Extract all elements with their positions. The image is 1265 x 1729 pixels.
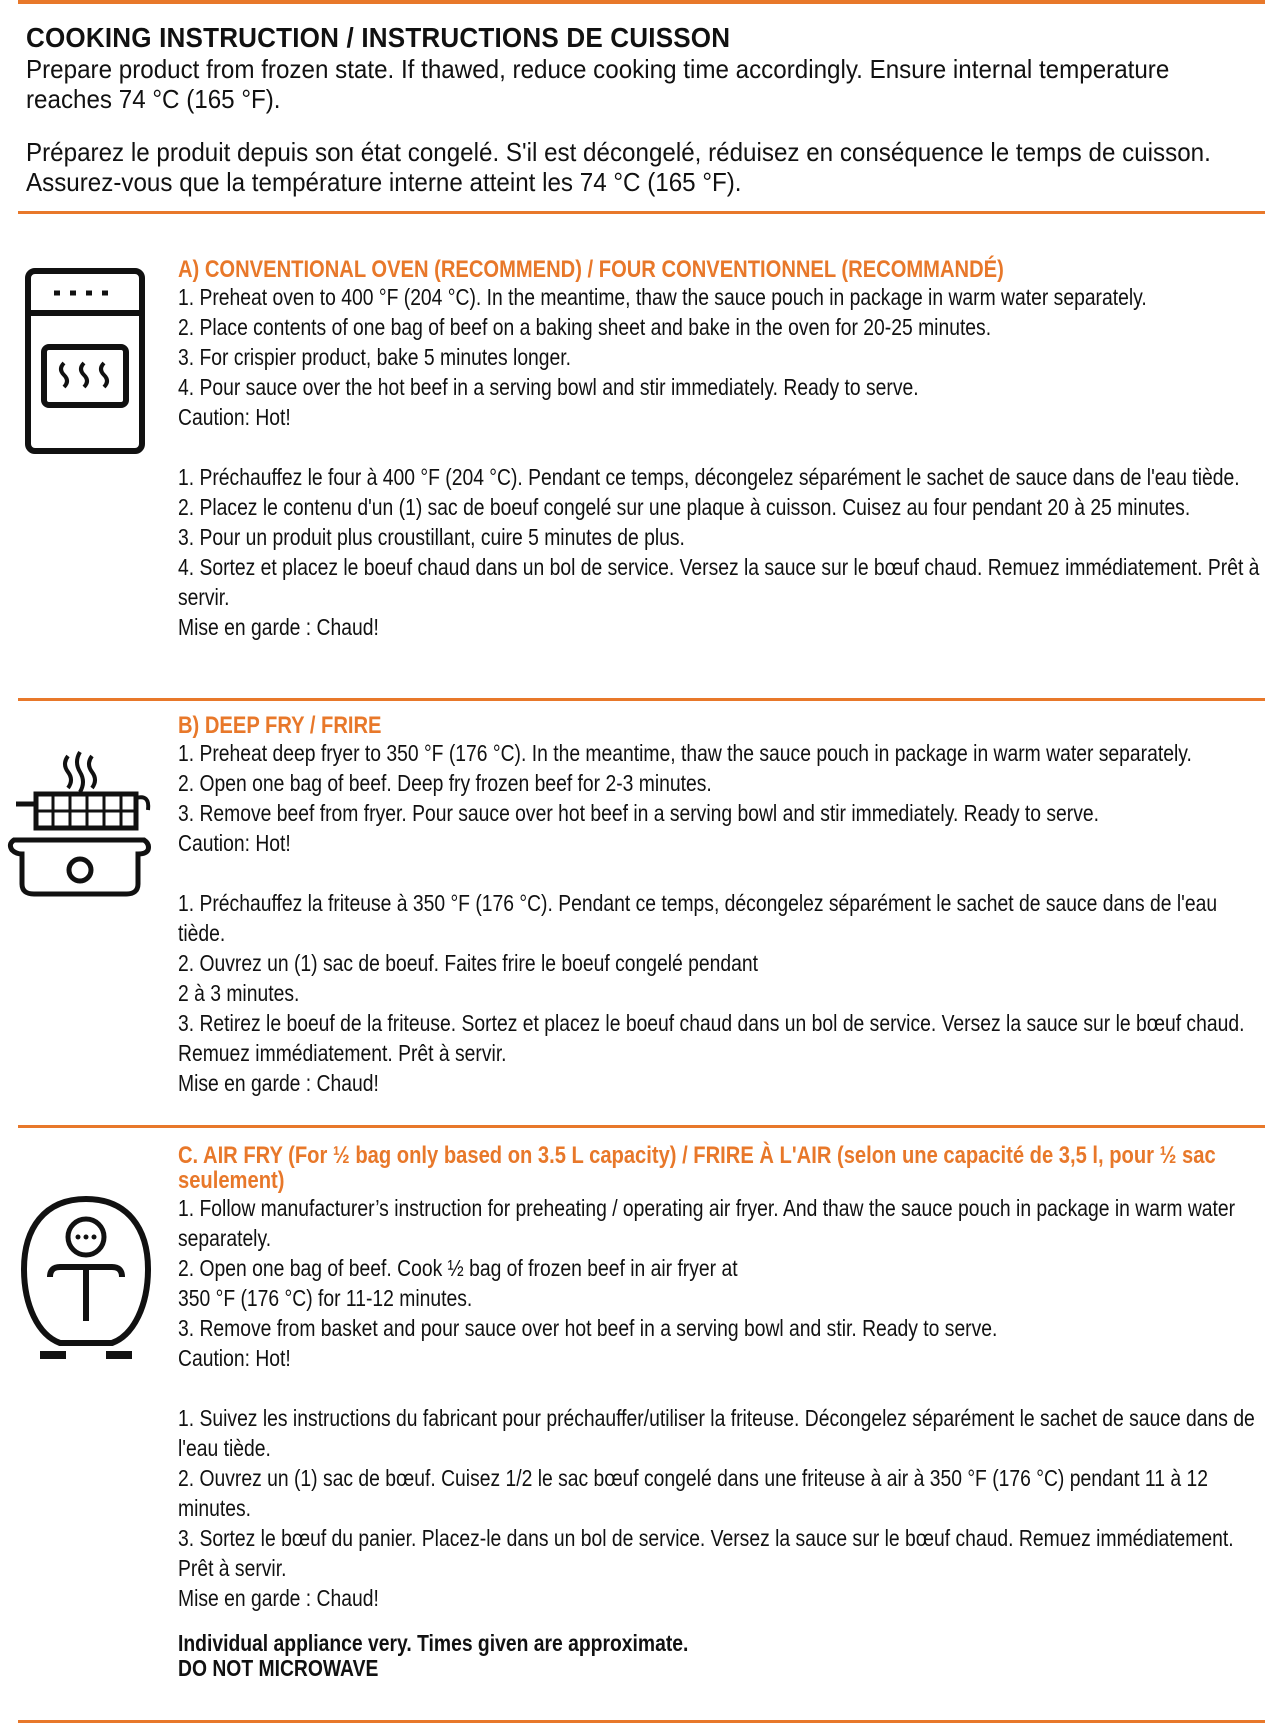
section-air-fry: C. AIR FRY (For ½ bag only based on 3.5 …	[178, 1143, 1263, 1681]
appliance-note: Individual appliance very. Times given a…	[178, 1630, 689, 1656]
instruction-line: 1. Follow manufacturer’s instruction for…	[178, 1195, 1236, 1251]
bottom-divider	[18, 1720, 1265, 1723]
microwave-warning: DO NOT MICROWAVE	[178, 1655, 379, 1681]
section-title: C. AIR FRY (For ½ bag only based on 3.5 …	[178, 1142, 1216, 1194]
instruction-line: 350 °F (176 °C) for 11-12 minutes.	[178, 1285, 473, 1311]
instruction-line: 3. For crispier product, bake 5 minutes …	[178, 344, 572, 370]
instruction-line: 2. Ouvrez un (1) sac de bœuf. Cuisez 1/2…	[178, 1465, 1208, 1521]
intro-block: COOKING INSTRUCTION / INSTRUCTIONS DE CU…	[26, 22, 1256, 197]
instruction-line: 1. Préchauffez le four à 400 °F (204 °C)…	[178, 464, 1240, 490]
section-divider	[18, 1125, 1265, 1128]
deep-fryer-icon	[6, 748, 156, 900]
section-title: A) CONVENTIONAL OVEN (RECOMMEND) / FOUR …	[178, 256, 1004, 283]
top-divider	[18, 0, 1265, 4]
oven-icon	[24, 267, 146, 455]
section-deep-fry: B) DEEP FRY / FRIRE 1. Preheat deep frye…	[178, 713, 1263, 1098]
caution-line: Caution: Hot!	[178, 1345, 291, 1371]
instruction-line: 2. Place contents of one bag of beef on …	[178, 314, 992, 340]
instruction-line: 2. Ouvrez un (1) sac de boeuf. Faites fr…	[178, 950, 758, 976]
caution-line: Mise en garde : Chaud!	[178, 614, 379, 640]
section-divider	[18, 211, 1265, 214]
section-divider	[18, 698, 1265, 701]
air-fryer-icon	[16, 1193, 156, 1363]
caution-line: Caution: Hot!	[178, 404, 291, 430]
page-title: COOKING INSTRUCTION / INSTRUCTIONS DE CU…	[26, 22, 731, 53]
instruction-line: 2 à 3 minutes.	[178, 980, 300, 1006]
instruction-line: 3. Remove from basket and pour sauce ove…	[178, 1315, 998, 1341]
caution-line: Mise en garde : Chaud!	[178, 1585, 379, 1611]
intro-english: Prepare product from frozen state. If th…	[26, 54, 1170, 114]
instruction-line: 1. Préchauffez la friteuse à 350 °F (176…	[178, 890, 1218, 946]
instruction-line: 3. Retirez le boeuf de la friteuse. Sort…	[178, 1010, 1245, 1066]
instruction-line: 1. Preheat oven to 400 °F (204 °C). In t…	[178, 284, 1147, 310]
caution-line: Caution: Hot!	[178, 830, 291, 856]
instruction-line: 1. Preheat deep fryer to 350 °F (176 °C)…	[178, 740, 1192, 766]
caution-line: Mise en garde : Chaud!	[178, 1070, 379, 1096]
instruction-line: 3. Pour un produit plus croustillant, cu…	[178, 524, 685, 550]
intro-french: Préparez le produit depuis son état cong…	[26, 137, 1211, 197]
instruction-line: 4. Pour sauce over the hot beef in a ser…	[178, 374, 919, 400]
section-title: B) DEEP FRY / FRIRE	[178, 712, 382, 739]
instruction-line: 2. Open one bag of beef. Deep fry frozen…	[178, 770, 712, 796]
instruction-line: 4. Sortez et placez le boeuf chaud dans …	[178, 554, 1260, 610]
instruction-line: 3. Sortez le bœuf du panier. Placez-le d…	[178, 1525, 1234, 1581]
footer-notes: Individual appliance very. Times given a…	[178, 1631, 1263, 1681]
instruction-line: 3. Remove beef from fryer. Pour sauce ov…	[178, 800, 1099, 826]
section-oven: A) CONVENTIONAL OVEN (RECOMMEND) / FOUR …	[178, 257, 1263, 642]
instruction-line: 2. Placez le contenu d'un (1) sac de boe…	[178, 494, 1191, 520]
instruction-line: 2. Open one bag of beef. Cook ½ bag of f…	[178, 1255, 738, 1281]
instruction-line: 1. Suivez les instructions du fabricant …	[178, 1405, 1255, 1461]
